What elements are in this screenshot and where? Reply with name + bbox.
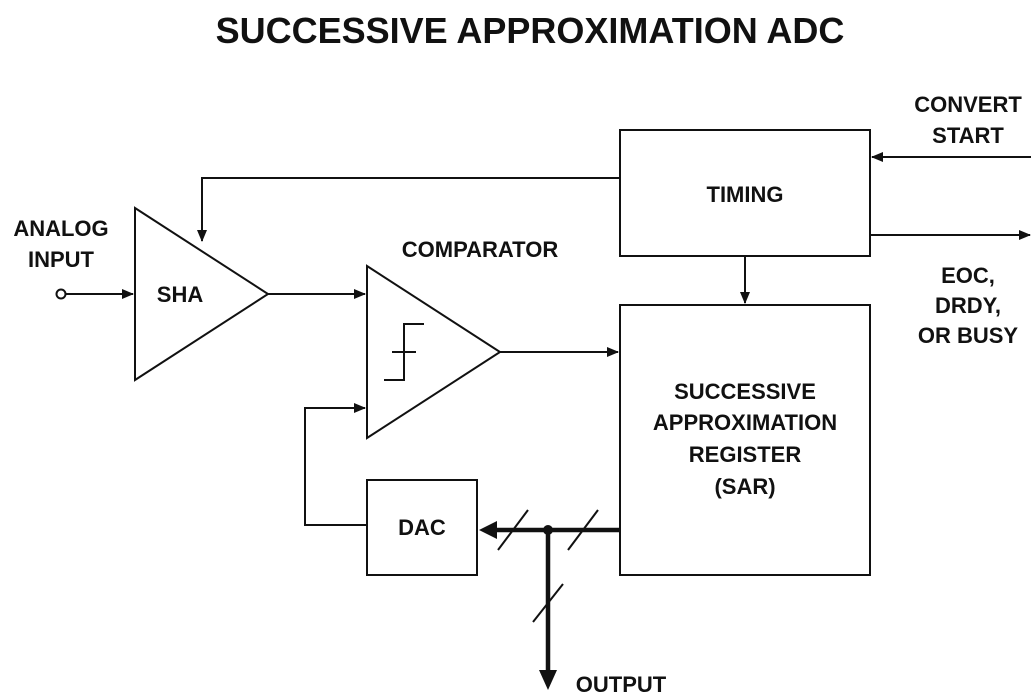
sar-label-line-3: REGISTER (689, 442, 802, 467)
sar-to-dac-bus (479, 509, 620, 551)
analog-input-label-line-1: ANALOG (13, 216, 108, 241)
status-label-line-2: DRDY, (935, 293, 1001, 318)
sar-block: SUCCESSIVE APPROXIMATION REGISTER (SAR) (619, 304, 871, 576)
output-label: OUTPUT (576, 672, 667, 697)
dac-block: DAC (366, 479, 478, 576)
comparator: COMPARATOR (366, 237, 559, 440)
status-label-line-1: EOC, (941, 263, 995, 288)
timing-to-sha-wire (197, 177, 620, 242)
bus-width-slash (567, 509, 599, 551)
sar-label-line-4: (SAR) (714, 474, 775, 499)
output-bus (532, 525, 564, 690)
sar-label-line-2: APPROXIMATION (653, 410, 837, 435)
comparator-label: COMPARATOR (402, 237, 559, 262)
timing-label: TIMING (707, 182, 784, 207)
sar-label-line-1: SUCCESSIVE (674, 379, 816, 404)
status-label-line-3: OR BUSY (918, 323, 1019, 348)
convert-start-label-line-2: START (932, 123, 1004, 148)
convert-start-label-line-1: CONVERT (914, 92, 1022, 117)
sha-label: SHA (157, 282, 204, 307)
sha-amplifier: SHA (134, 206, 270, 382)
analog-input-wire (55, 288, 134, 300)
dac-label: DAC (398, 515, 446, 540)
bus-width-slash (532, 583, 564, 623)
bus-width-slash (497, 509, 529, 551)
dac-feedback-wire (304, 403, 367, 526)
timing-block: TIMING (619, 129, 871, 257)
analog-input-label-line-2: INPUT (28, 247, 95, 272)
diagram-title: SUCCESSIVE APPROXIMATION ADC (216, 10, 845, 51)
